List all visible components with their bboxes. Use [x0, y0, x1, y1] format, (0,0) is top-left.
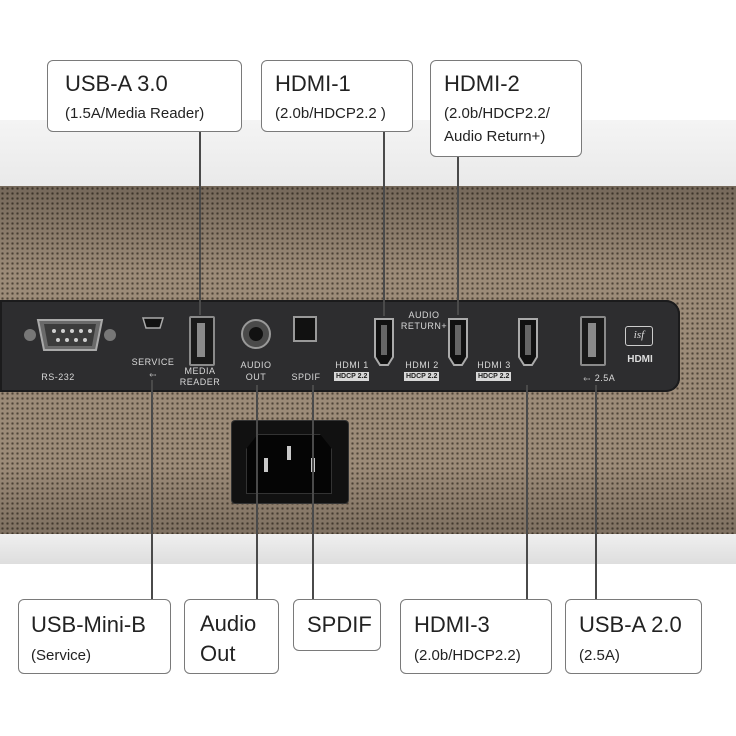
hdmi-3-port — [517, 317, 539, 367]
callout-hdmi-3-title: HDMI-3 — [414, 612, 490, 637]
media-reader-label-1: MEDIA — [184, 366, 216, 376]
hdmi1-hdcp-tag: HDCP 2.2 — [334, 372, 370, 381]
callout-spdif-title: SPDIF — [307, 612, 372, 637]
spdif-port — [293, 316, 317, 342]
audio-out-label-2: OUT — [245, 372, 267, 382]
usb-a-3-port — [189, 316, 215, 366]
callout-hdmi-2-title: HDMI-2 — [444, 71, 520, 96]
callout-hdmi-3: HDMI-3 (2.0b/HDCP2.2) — [400, 599, 552, 674]
callout-spdif: SPDIF — [293, 599, 381, 651]
hdmi-2-port — [447, 317, 469, 367]
hdmi3-label: HDMI 3 — [477, 360, 511, 370]
rs232-label: RS-232 — [41, 372, 75, 382]
callout-usb-a-3: USB-A 3.0 (1.5A/Media Reader) — [47, 60, 242, 132]
callout-hdmi-3-subtitle: (2.0b/HDCP2.2) — [414, 647, 521, 664]
callout-audio-out-title-1: Audio — [200, 611, 257, 636]
callout-audio-out: Audio Out — [184, 599, 279, 674]
usb-symbol-icon: ⬸ — [149, 369, 157, 379]
callout-hdmi-2-subtitle-2: Audio Return+) — [444, 128, 546, 145]
callout-usb-a-3-subtitle: (1.5A/Media Reader) — [65, 105, 205, 122]
audio-out-label-1: AUDIO — [240, 360, 272, 370]
callout-hdmi-2-subtitle-1: (2.0b/HDCP2.2/ — [444, 105, 550, 122]
rs232-port — [22, 312, 118, 358]
leader-hdmi-1 — [383, 130, 385, 316]
usb-symbol-icon-2: ⬸ — [583, 373, 591, 383]
hdmi2-label: HDMI 2 — [405, 360, 439, 370]
leader-usb-a-3 — [199, 130, 201, 315]
callout-hdmi-2: HDMI-2 (2.0b/HDCP2.2/ Audio Return+) — [430, 60, 582, 157]
usb-a-2-port — [580, 316, 606, 366]
service-label: SERVICE — [131, 357, 175, 367]
callout-usb-a-2: USB-A 2.0 (2.5A) — [565, 599, 702, 674]
media-reader-label-2: READER — [179, 377, 221, 387]
usb-mini-b-port — [140, 316, 166, 330]
leader-usb-mini-b — [151, 380, 153, 600]
leader-audio-out — [256, 385, 258, 600]
audio-return-label-2: RETURN+ — [400, 321, 448, 331]
power-pin-left — [264, 458, 268, 472]
audio-out-jack — [240, 318, 272, 350]
callout-usb-mini-b-subtitle: (Service) — [31, 647, 92, 664]
power-pin-center — [287, 446, 291, 460]
hdmi1-label: HDMI 1 — [335, 360, 369, 370]
callout-usb-a-2-title: USB-A 2.0 — [579, 612, 682, 637]
hdmi-logo: HDMI — [627, 354, 653, 365]
leader-spdif — [312, 385, 314, 600]
leader-hdmi-2 — [457, 155, 459, 315]
spdif-panel-label: SPDIF — [291, 372, 321, 382]
projector-base — [0, 534, 736, 564]
callout-usb-a-2-subtitle: (2.5A) — [579, 647, 620, 664]
hdmi3-hdcp-tag: HDCP 2.2 — [476, 372, 512, 381]
power-inlet-socket — [246, 434, 332, 494]
hdmi-1-port — [373, 317, 395, 367]
leader-usb-a-2 — [595, 385, 597, 600]
isf-logo: isf — [625, 326, 653, 346]
callout-hdmi-1-title: HDMI-1 — [275, 71, 351, 96]
leader-hdmi-3 — [526, 385, 528, 600]
usb-current-label: 2.5A — [594, 373, 616, 383]
hdmi2-hdcp-tag: HDCP 2.2 — [404, 372, 440, 381]
callout-usb-mini-b-title: USB-Mini-B — [31, 612, 146, 637]
callout-hdmi-1-subtitle: (2.0b/HDCP2.2 ) — [275, 105, 386, 122]
callout-usb-mini-b: USB-Mini-B (Service) — [18, 599, 171, 674]
callout-hdmi-1: HDMI-1 (2.0b/HDCP2.2 ) — [261, 60, 413, 132]
callout-usb-a-3-title: USB-A 3.0 — [65, 71, 168, 96]
callout-audio-out-title-2: Out — [200, 641, 236, 666]
audio-return-label-1: AUDIO — [408, 310, 440, 320]
